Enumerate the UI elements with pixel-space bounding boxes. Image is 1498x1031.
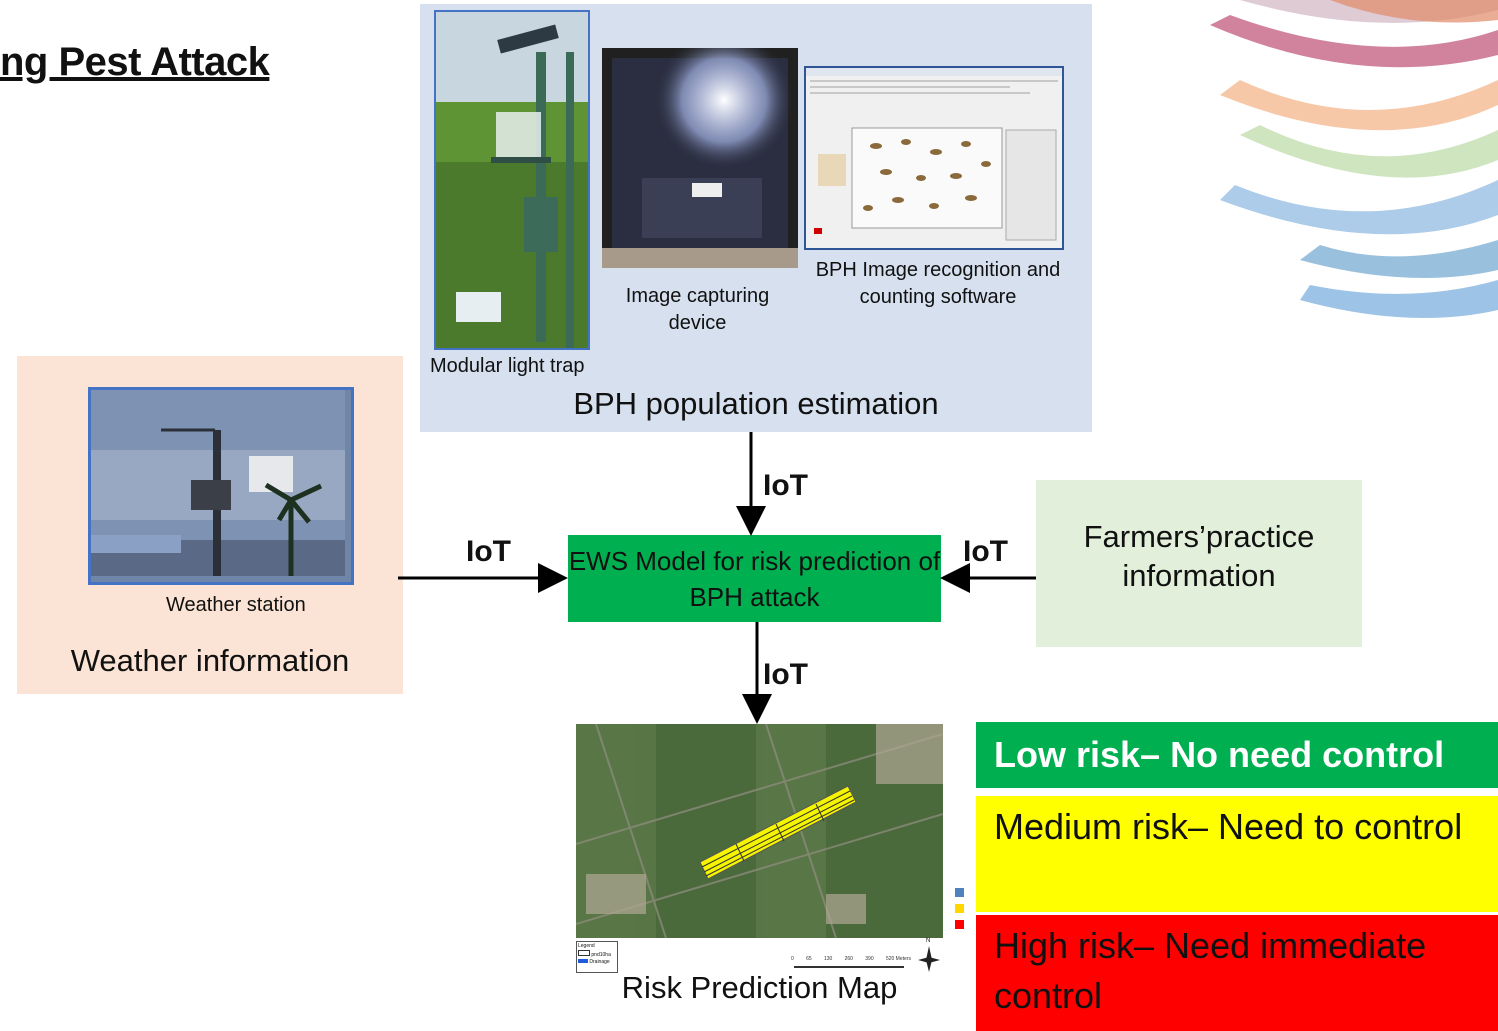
iot-label-left: IoT: [466, 535, 511, 568]
recognition-software-screenshot: [804, 66, 1064, 250]
risk-medium-box: Medium risk– Need to control: [976, 796, 1498, 912]
risk-high-box: High risk– Need immediate control: [976, 915, 1498, 1031]
weather-station-photo: [88, 387, 354, 585]
iot-label-bottom: IoT: [763, 658, 808, 691]
light-trap-caption: Modular light trap: [430, 355, 585, 377]
map-legend-item: Drainage: [578, 959, 616, 966]
map-legend-title: Legend: [578, 943, 595, 949]
north-label: N: [926, 938, 931, 944]
map-legend: Legend pnd10ha Drainage: [576, 941, 618, 973]
bph-panel-title: BPH population estimation: [573, 386, 939, 421]
north-arrow-icon: [918, 946, 940, 972]
image-capturing-device-photo: [602, 48, 798, 268]
iot-label-top: IoT: [763, 469, 808, 502]
map-scale-line: [794, 966, 904, 968]
ews-model-box: EWS Model for risk prediction of BPH att…: [568, 535, 941, 622]
legend-square-blue: [955, 888, 964, 897]
farmers-practice-box: Farmers’practice information: [1036, 480, 1362, 647]
legend-square-yellow: [955, 904, 964, 913]
risk-low-box: Low risk– No need control: [976, 722, 1498, 788]
light-trap-photo: [434, 10, 590, 350]
device-caption: Image capturing device: [625, 285, 770, 334]
weather-station-caption: Weather station: [166, 594, 306, 616]
page-title: ng Pest Attack: [0, 40, 270, 84]
weather-panel-title: Weather information: [70, 643, 350, 678]
map-caption: Risk Prediction Map: [621, 970, 898, 1005]
iot-label-right: IoT: [963, 535, 1008, 568]
software-caption: BPH Image recognition and counting softw…: [815, 259, 1061, 308]
legend-square-red: [955, 920, 964, 929]
map-legend-item: pnd10ha: [578, 950, 616, 959]
decorative-swirl: [1210, 0, 1498, 318]
risk-prediction-map: [576, 724, 943, 938]
